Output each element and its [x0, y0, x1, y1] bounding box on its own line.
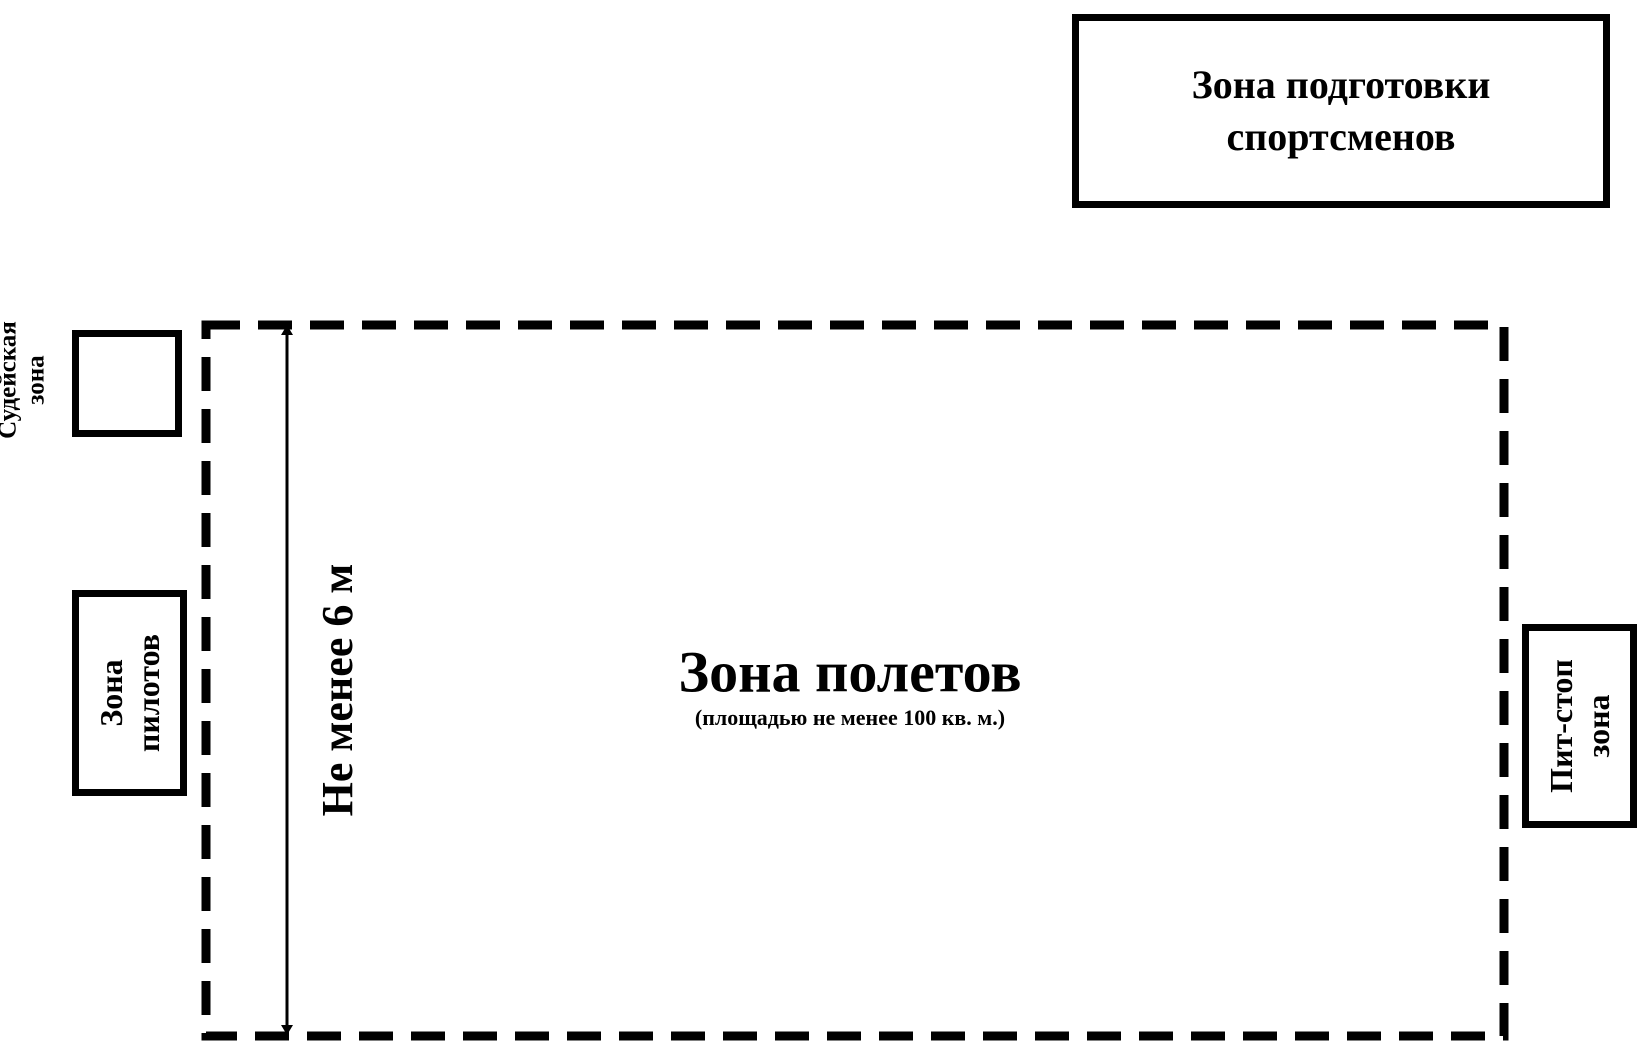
pilot-zone-label: Зона пилотов	[92, 633, 166, 753]
pilot-zone: Зона пилотов	[72, 590, 187, 796]
pitstop-zone: Пит-стоп зона	[1522, 624, 1637, 828]
flight-zone-border	[201, 320, 1509, 1041]
flight-zone-title: Зона полетов	[678, 639, 1022, 705]
flight-zone-subtitle: (площадью не менее 100 кв. м.)	[694, 705, 1006, 730]
judge-zone	[72, 330, 182, 437]
dimension-label: Не менее 6 м	[313, 563, 362, 817]
athlete-preparation-zone-label: Зона подготовки спортсменов	[1191, 62, 1491, 159]
athlete-preparation-zone: Зона подготовки спортсменов	[1072, 14, 1610, 208]
pitstop-zone-label: Пит-стоп зона	[1542, 659, 1616, 793]
judge-zone-label: Судейская зона	[0, 321, 49, 439]
